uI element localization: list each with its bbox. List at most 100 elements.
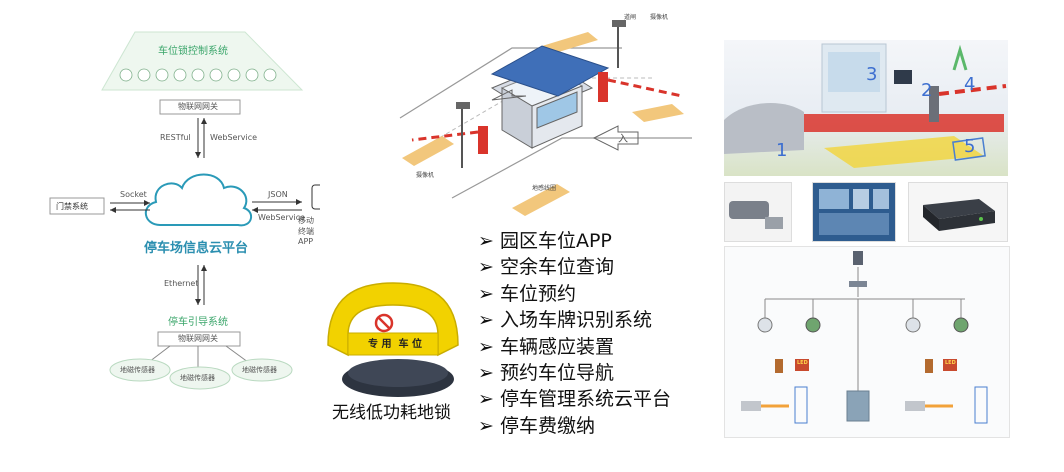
barrier-gate-left <box>478 126 488 154</box>
monitor-screen-graphic <box>813 183 895 241</box>
protocol-json-label: JSON <box>268 190 288 199</box>
up-arrow-icon <box>954 50 966 70</box>
lane-zone <box>975 387 987 423</box>
camera-icon <box>456 102 470 109</box>
cloud-icon <box>146 175 251 226</box>
feature-item: ➢ 车辆感应装置 <box>478 334 728 360</box>
protocol-webservice-label: WebService <box>210 133 257 142</box>
callout-3: 3 <box>866 64 877 85</box>
arrow-head-down <box>195 299 201 305</box>
ticket-machine-icon <box>925 359 933 373</box>
camera-mount-icon <box>765 217 783 229</box>
lock-plate-text: 专 用 车 位 <box>350 335 440 350</box>
controller-node-icon <box>806 318 820 332</box>
lock-system-title: 车位锁控制系统 <box>158 42 228 57</box>
camera-body-icon <box>729 201 769 219</box>
feature-item: ➢ 空余车位查询 <box>478 254 728 280</box>
video-tile <box>819 213 889 235</box>
camera-node-icon <box>906 318 920 332</box>
status-led-icon <box>979 217 983 221</box>
protocol-ethernet-label: Ethernet <box>164 279 198 288</box>
feature-item: ➢ 预约车位导航 <box>478 360 728 386</box>
video-tile <box>819 189 849 209</box>
server-icon <box>853 251 863 265</box>
iot-gateway-top-label: 物联网网关 <box>178 101 218 112</box>
barrier-arm-right <box>608 80 682 96</box>
lock-node-icon <box>264 69 276 81</box>
lock-node-icon <box>120 69 132 81</box>
barrier-label: 道闸 <box>624 12 636 21</box>
network-topology: LED LED <box>724 246 1010 438</box>
arrow-head-down <box>195 152 201 158</box>
curb-stripe <box>784 114 1004 132</box>
callout-1: 1 <box>776 140 787 161</box>
feature-item: ➢ 停车管理系统云平台 <box>478 386 728 412</box>
camera-icon <box>612 20 626 27</box>
camera-label-top: 摄像机 <box>650 12 668 21</box>
camera-node-icon <box>758 318 772 332</box>
access-system-label: 门禁系统 <box>56 201 88 212</box>
led-label-right: LED <box>945 360 956 366</box>
lock-node-icon <box>156 69 168 81</box>
coil-label: 地感线圈 <box>532 183 556 192</box>
lock-caption: 无线低功耗地锁 <box>332 402 462 424</box>
led-label-left: LED <box>797 360 808 366</box>
ticket-machine-icon <box>775 359 783 373</box>
geo-sensor-label: 地磁传感器 <box>180 373 215 383</box>
lock-node-icon <box>174 69 186 81</box>
iot-gateway-bottom-label: 物联网网关 <box>178 333 218 344</box>
lock-node-icon <box>246 69 258 81</box>
lock-node-icon <box>192 69 204 81</box>
car-icon <box>724 103 804 154</box>
video-tile <box>873 189 889 209</box>
cloud-platform-label: 停车场信息云平台 <box>144 237 248 256</box>
geo-sensor-label: 地磁传感器 <box>242 365 277 375</box>
video-tile <box>853 189 869 209</box>
lock-node-icon <box>228 69 240 81</box>
callout-4: 4 <box>964 74 975 95</box>
guidance-system-title: 停车引导系统 <box>168 313 228 328</box>
geo-sensor-label: 地磁传感器 <box>120 365 155 375</box>
ground-coil-pad <box>402 136 454 166</box>
lane-zone <box>795 387 807 423</box>
mobile-phone-icon <box>312 185 320 209</box>
callout-2: 2 <box>921 80 932 101</box>
mobile-app-label: 移动终端APP <box>298 215 320 246</box>
barrier-gate-right <box>598 72 608 102</box>
car-node-icon <box>905 401 925 411</box>
camera-label-bottom: 摄像机 <box>416 170 434 179</box>
feature-item: ➢ 车位预约 <box>478 281 728 307</box>
cloud-architecture-diagram: 车位锁控制系统 物联网网关 RESTful WebService 门禁系统 So… <box>40 20 320 430</box>
architecture-graphics <box>40 20 320 430</box>
controller-node-icon <box>954 318 968 332</box>
feature-list: ➢ 园区车位APP ➢ 空余车位查询 ➢ 车位预约 ➢ 入场车牌识别系统 ➢ 车… <box>478 228 728 439</box>
switch-icon <box>849 281 867 287</box>
camera-device-graphic <box>725 183 791 241</box>
topology-graphics <box>725 247 1009 437</box>
feature-item: ➢ 停车费缴纳 <box>478 413 728 439</box>
parking-booth-illustration: 道闸 摄像机 摄像机 入 地感线圈 <box>392 8 702 218</box>
arrow-head-up <box>201 118 207 124</box>
pc-station-icon <box>847 391 869 421</box>
device-screen-thumb <box>812 182 896 242</box>
lock-base-top <box>348 359 448 387</box>
car-node-icon <box>741 401 761 411</box>
ground-coil-pad <box>632 104 684 122</box>
callout-5: 5 <box>964 136 975 157</box>
display-screen <box>894 70 912 84</box>
protocol-socket-label: Socket <box>120 190 147 199</box>
feature-item: ➢ 入场车牌识别系统 <box>478 307 728 333</box>
parking-lock-illustration: 专 用 车 位 <box>318 275 460 401</box>
device-controller-thumb <box>908 182 1008 242</box>
protocol-restful-label: RESTful <box>160 133 191 142</box>
device-camera-thumb <box>724 182 792 242</box>
arrow-head-up <box>201 265 207 271</box>
lock-array-panel <box>102 32 302 90</box>
arrow-head-left <box>110 207 116 213</box>
lock-node-icon <box>210 69 222 81</box>
arrow-head-right <box>296 199 302 205</box>
lock-node-icon <box>138 69 150 81</box>
parking-entrance-photo: 1 2 3 4 5 <box>724 40 1008 176</box>
right-panel: 1 2 3 4 5 <box>724 40 1008 436</box>
controller-graphic <box>909 183 1007 241</box>
